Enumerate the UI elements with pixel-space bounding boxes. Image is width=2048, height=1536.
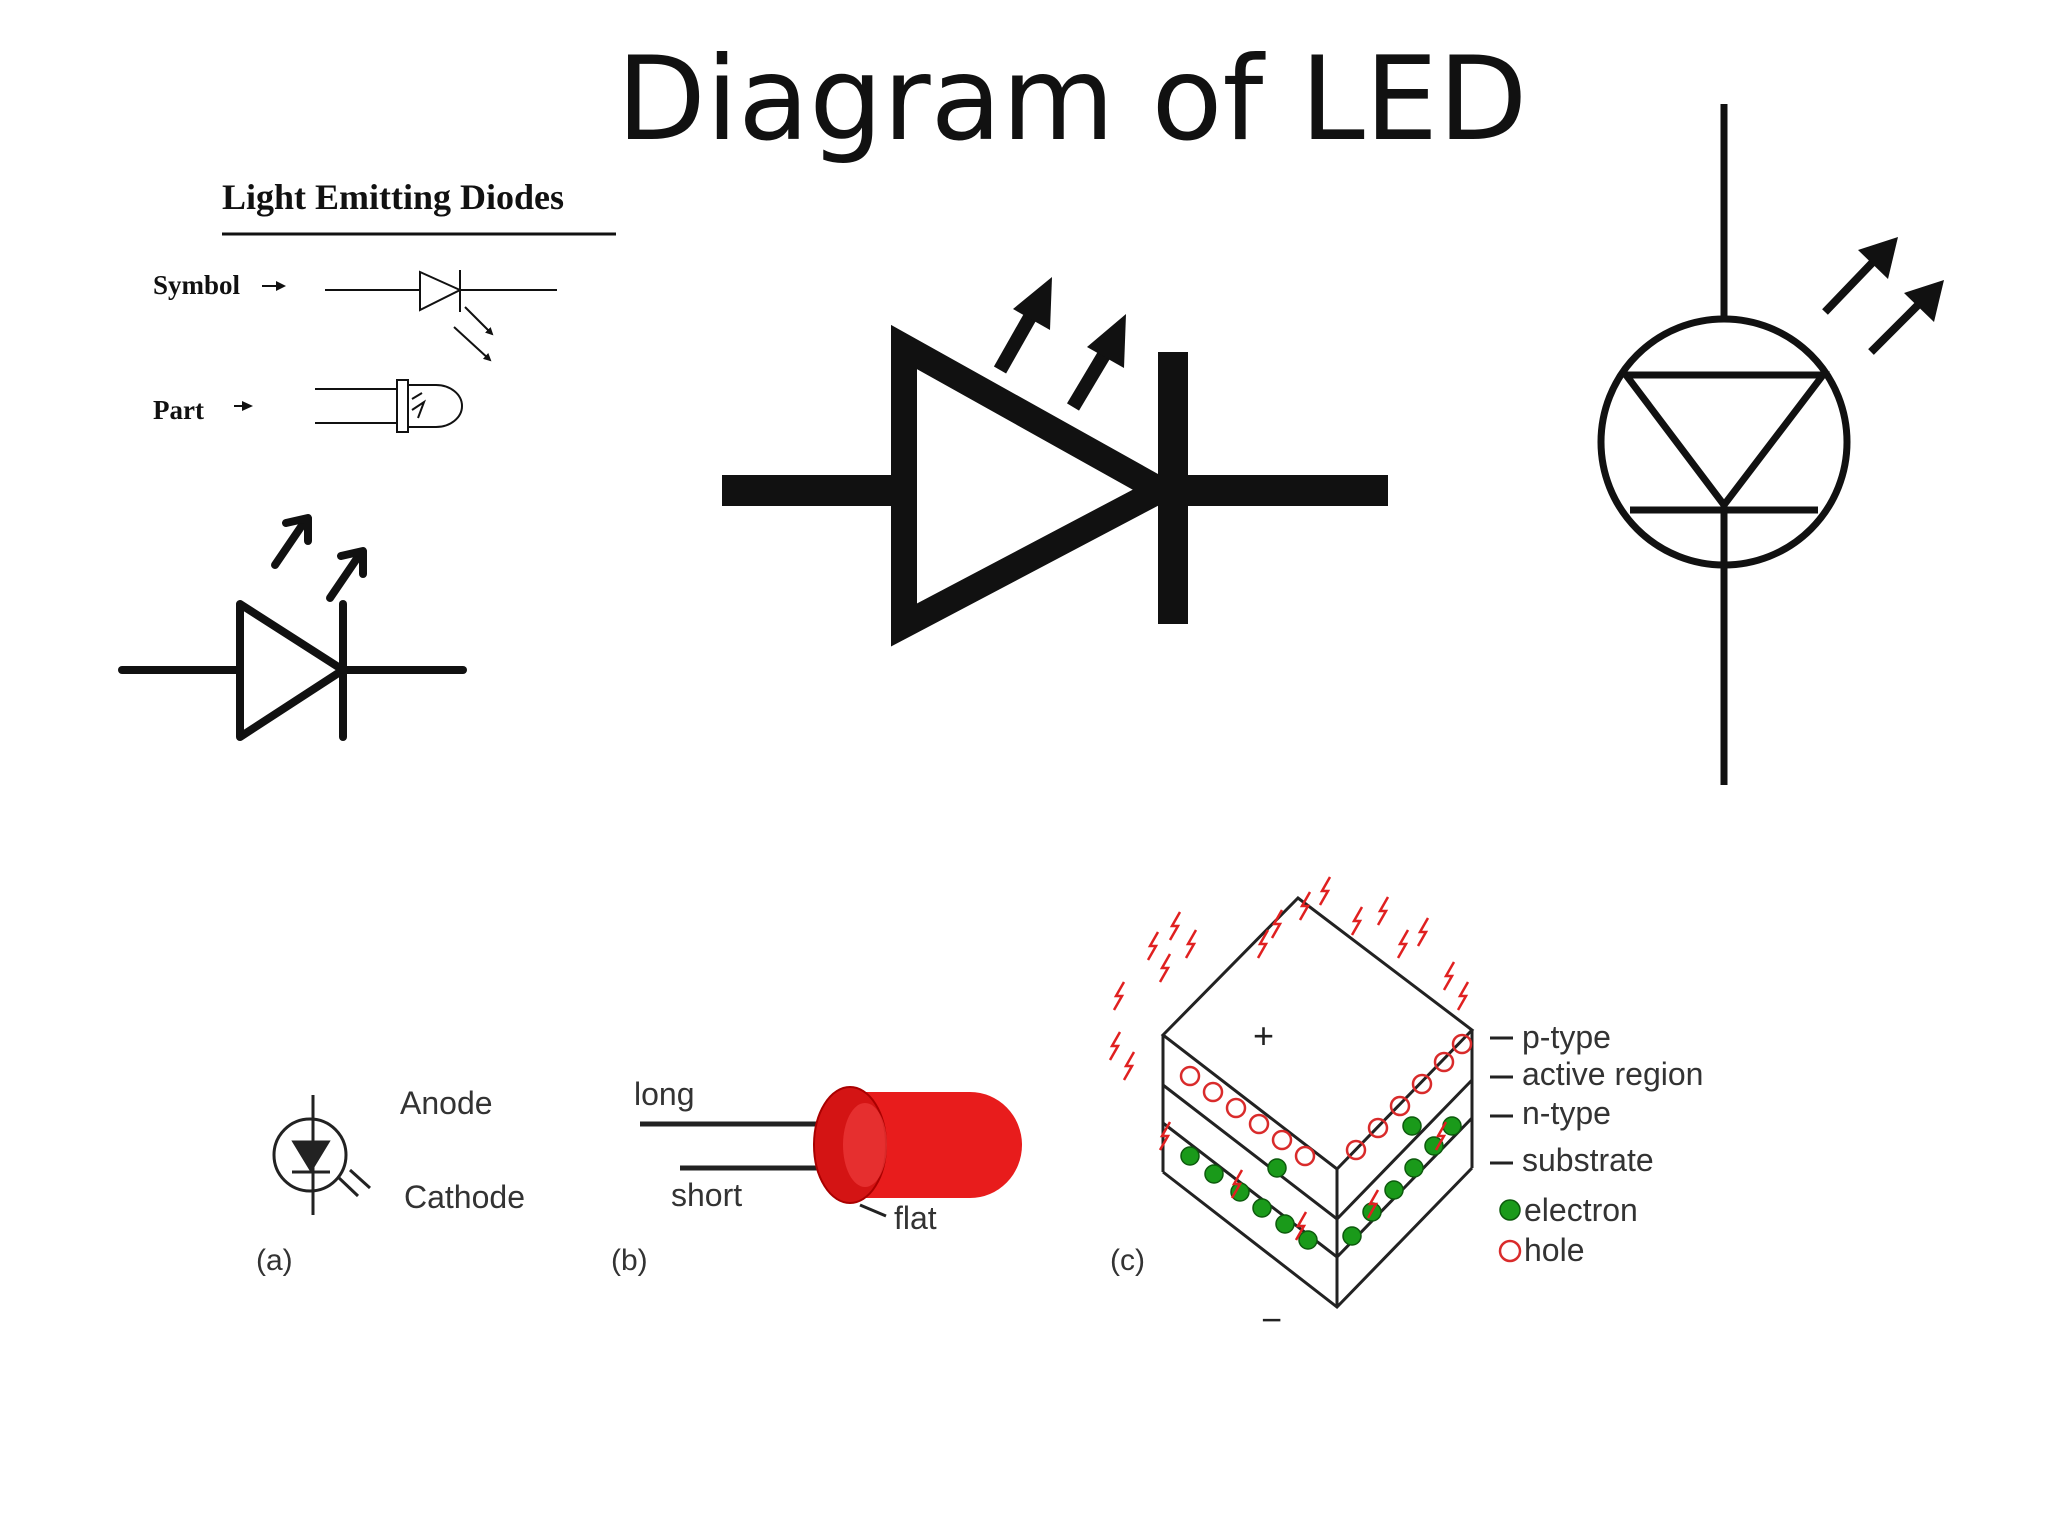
layer-labels: p-type active region n-type substrate: [1490, 1019, 1703, 1178]
figure-b: long short flat (b): [611, 1076, 1022, 1277]
caption-c: (c): [1110, 1244, 1145, 1277]
short-lead-label: short: [671, 1177, 742, 1213]
caption-a: (a): [256, 1244, 293, 1277]
reference-card-heading: Light Emitting Diodes: [222, 177, 564, 217]
photon-emission-group: [1108, 876, 1470, 1241]
part-label: Part: [153, 395, 204, 425]
hole-legend-icon: [1498, 1239, 1522, 1263]
led-junction-cube-icon: [1160, 896, 1475, 1310]
long-lead-label: long: [634, 1076, 695, 1112]
led-schematic-a-icon: [272, 1095, 372, 1215]
led-circle-symbol-icon: [1597, 104, 1944, 785]
layer-label-active-region: active region: [1522, 1056, 1703, 1092]
caption-b: (b): [611, 1244, 648, 1277]
legend-electron-label: electron: [1524, 1192, 1638, 1228]
led-part-outline-icon: [315, 379, 463, 433]
red-led-component-icon: [640, 1086, 1022, 1204]
led-symbol-small-icon: [325, 270, 557, 362]
cathode-label: Cathode: [404, 1179, 525, 1215]
slide-title: Diagram of LED: [616, 32, 1528, 167]
symbol-label: Symbol: [153, 270, 241, 300]
electron-legend-icon: [1499, 1199, 1521, 1221]
legend-hole-label: hole: [1524, 1232, 1585, 1268]
minus-sign: −: [1261, 1299, 1282, 1340]
led-symbol-large-icon: [722, 277, 1388, 647]
layer-label-n-type: n-type: [1522, 1095, 1611, 1131]
figure-a: Anode Cathode (a): [256, 1085, 525, 1277]
holes-group: [1179, 1033, 1473, 1167]
flat-edge-label: flat: [894, 1200, 937, 1236]
electrons-group: [1180, 1116, 1462, 1250]
reference-card: Light Emitting Diodes Symbol Part: [153, 177, 616, 433]
layer-label-p-type: p-type: [1522, 1019, 1611, 1055]
flat-pointer: [859, 1203, 887, 1218]
led-symbol-left-icon: [118, 514, 467, 741]
layer-label-substrate: substrate: [1522, 1142, 1654, 1178]
figure-c: + −: [1108, 876, 1703, 1340]
anode-label: Anode: [400, 1085, 493, 1121]
emission-arrows: [993, 277, 1126, 411]
plus-sign: +: [1253, 1015, 1274, 1056]
legend: electron hole: [1498, 1192, 1638, 1268]
